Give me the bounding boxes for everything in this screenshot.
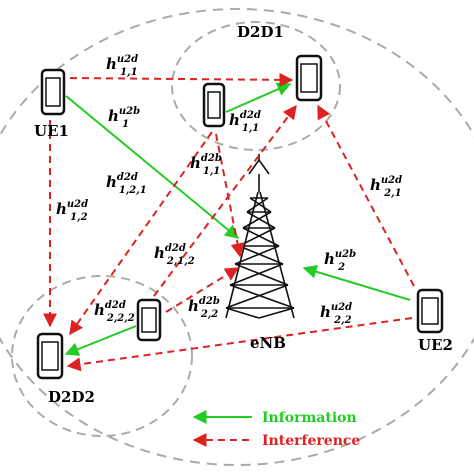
cell-boundary <box>0 8 474 466</box>
legend-interference-label: Interference <box>262 433 360 449</box>
enb-label: eNB <box>250 334 286 352</box>
link-ue2-enb <box>302 264 411 301</box>
ue2-label: UE2 <box>418 336 453 354</box>
link-d2d1-tx-rx <box>225 82 292 113</box>
d2d1-label: D2D1 <box>237 23 284 41</box>
tower-icon <box>225 154 295 319</box>
ue1-label: UE1 <box>34 122 69 140</box>
intf-ue2-d2d1rx <box>317 104 415 287</box>
intf-d2d1tx-enb <box>215 133 245 258</box>
link-ue1-enb <box>65 95 240 239</box>
intf-d2d1tx-d2d2rx <box>69 131 213 336</box>
phone-icon <box>136 298 162 342</box>
intf-d2d2tx-d2d1rx <box>153 104 297 297</box>
phone-icon <box>416 288 444 334</box>
intf-ue1-d2d1rx <box>69 72 294 87</box>
phone-icon <box>40 68 66 116</box>
legend-information-label: Information <box>262 410 357 426</box>
link-d2d2-tx-rx <box>64 325 137 356</box>
legend: Information Interference <box>192 410 360 449</box>
phone-icon <box>36 332 64 380</box>
intf-d2d2tx-enb <box>165 267 240 313</box>
intf-ue2-d2d2rx <box>66 317 413 372</box>
phone-icon <box>202 82 226 128</box>
d2d2-label: D2D2 <box>48 388 95 406</box>
d2d2-cluster <box>11 275 193 437</box>
phone-icon <box>295 54 323 102</box>
d2d1-cluster <box>171 21 341 151</box>
